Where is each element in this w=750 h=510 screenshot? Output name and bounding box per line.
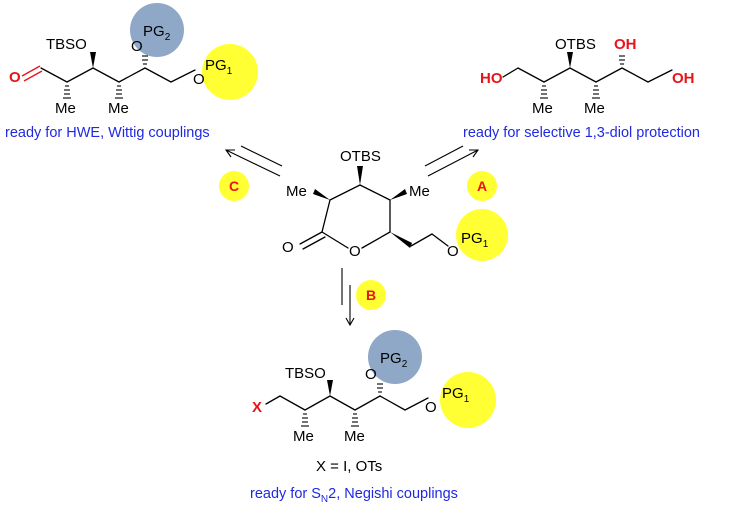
badge-a xyxy=(467,171,497,201)
alkyl-tbso: TBSO xyxy=(285,365,326,382)
lactone-pg1-circle xyxy=(456,209,508,261)
lactone-side-o: O xyxy=(447,243,459,260)
aldehyde-pg2-sub: 2 xyxy=(165,32,171,43)
alkyl-x-product: X Me TBSO Me O PG2 O PG1 xyxy=(250,330,496,505)
aldehyde-o: O xyxy=(9,69,21,86)
aldehyde-pg2-circle xyxy=(130,3,184,57)
arrow-to-b: B xyxy=(341,268,386,327)
x-definition: X = I, OTs xyxy=(316,458,382,475)
arrow-to-a: A xyxy=(424,145,497,201)
triol-me2: Me xyxy=(584,100,605,117)
triol-oh-hash xyxy=(619,55,625,65)
aldehyde-tbso: TBSO xyxy=(46,36,87,53)
alkyl-pg2-sub: 2 xyxy=(402,359,408,370)
triol-oh-mid: OH xyxy=(614,36,637,53)
alkyl-pg1-sub: 1 xyxy=(464,394,470,405)
lactone-pg1-sub: 1 xyxy=(483,239,489,250)
central-lactone: O O OTBS Me Me O PG1 xyxy=(282,148,508,261)
aldehyde-pg2-label: PG xyxy=(143,23,165,40)
alkyl-me2: Me xyxy=(344,428,365,445)
alkyl-pg1-label: PG xyxy=(442,385,464,402)
triol-me1: Me xyxy=(532,100,553,117)
alkyl-o-pg2: O xyxy=(365,366,377,383)
aldehyde-me1-hash xyxy=(63,85,71,99)
aldehyde-me2-hash xyxy=(115,85,123,99)
alkyl-me1: Me xyxy=(293,428,314,445)
lactone-me-right: Me xyxy=(409,183,430,200)
svg-text:PG1: PG1 xyxy=(205,57,233,77)
aldehyde-o-hash xyxy=(142,55,148,65)
badge-c xyxy=(219,171,249,201)
caption-a: ready for selective 1,3-diol protection xyxy=(463,125,700,141)
aldehyde-o-pg1: O xyxy=(193,71,205,88)
lactone-carbonyl-o: O xyxy=(282,239,294,256)
triol-otbs: OTBS xyxy=(555,36,596,53)
alkyl-o-pg1: O xyxy=(425,399,437,416)
svg-text:PG1: PG1 xyxy=(442,385,470,405)
lactone-ring-o: O xyxy=(349,243,361,260)
aldehyde-o-pg2: O xyxy=(131,38,143,55)
alkyl-me2-hash xyxy=(351,413,359,427)
aldehyde-pg1-sub: 1 xyxy=(227,66,233,77)
alkyl-pg1-circle xyxy=(440,372,496,428)
svg-text:PG1: PG1 xyxy=(461,230,489,250)
badge-b-label: B xyxy=(366,287,376,303)
aldehyde-pg1-circle xyxy=(202,44,258,100)
lactone-otbs: OTBS xyxy=(340,148,381,165)
alkyl-o-hash xyxy=(377,383,383,393)
lactone-me-left: Me xyxy=(286,183,307,200)
badge-b xyxy=(356,280,386,310)
lactone-pg1-label: PG xyxy=(461,230,483,247)
alkyl-x: X xyxy=(252,399,262,416)
aldehyde-pg1-label: PG xyxy=(205,57,227,74)
alkyl-me1-hash xyxy=(301,413,309,427)
caption-b: ready for SN2, Negishi couplings xyxy=(250,486,458,505)
triol-me1-hash xyxy=(540,85,548,99)
triol-me2-hash xyxy=(592,85,600,99)
triol-ho: HO xyxy=(480,70,503,87)
svg-text:PG2: PG2 xyxy=(143,23,171,43)
aldehyde-me2: Me xyxy=(108,100,129,117)
aldehyde-me1: Me xyxy=(55,100,76,117)
svg-text:PG2: PG2 xyxy=(380,350,408,370)
alkyl-pg2-label: PG xyxy=(380,350,402,367)
triol-oh-end: OH xyxy=(672,70,695,87)
caption-c: ready for HWE, Wittig couplings xyxy=(5,125,210,141)
badge-c-label: C xyxy=(229,178,239,194)
triol-product: HO OH Me OTBS Me OH read xyxy=(463,36,700,141)
arrow-to-c: C xyxy=(219,145,283,201)
aldehyde-product: O Me TBSO Me xyxy=(5,3,258,141)
badge-a-label: A xyxy=(477,178,487,194)
alkyl-pg2-circle xyxy=(368,330,422,384)
